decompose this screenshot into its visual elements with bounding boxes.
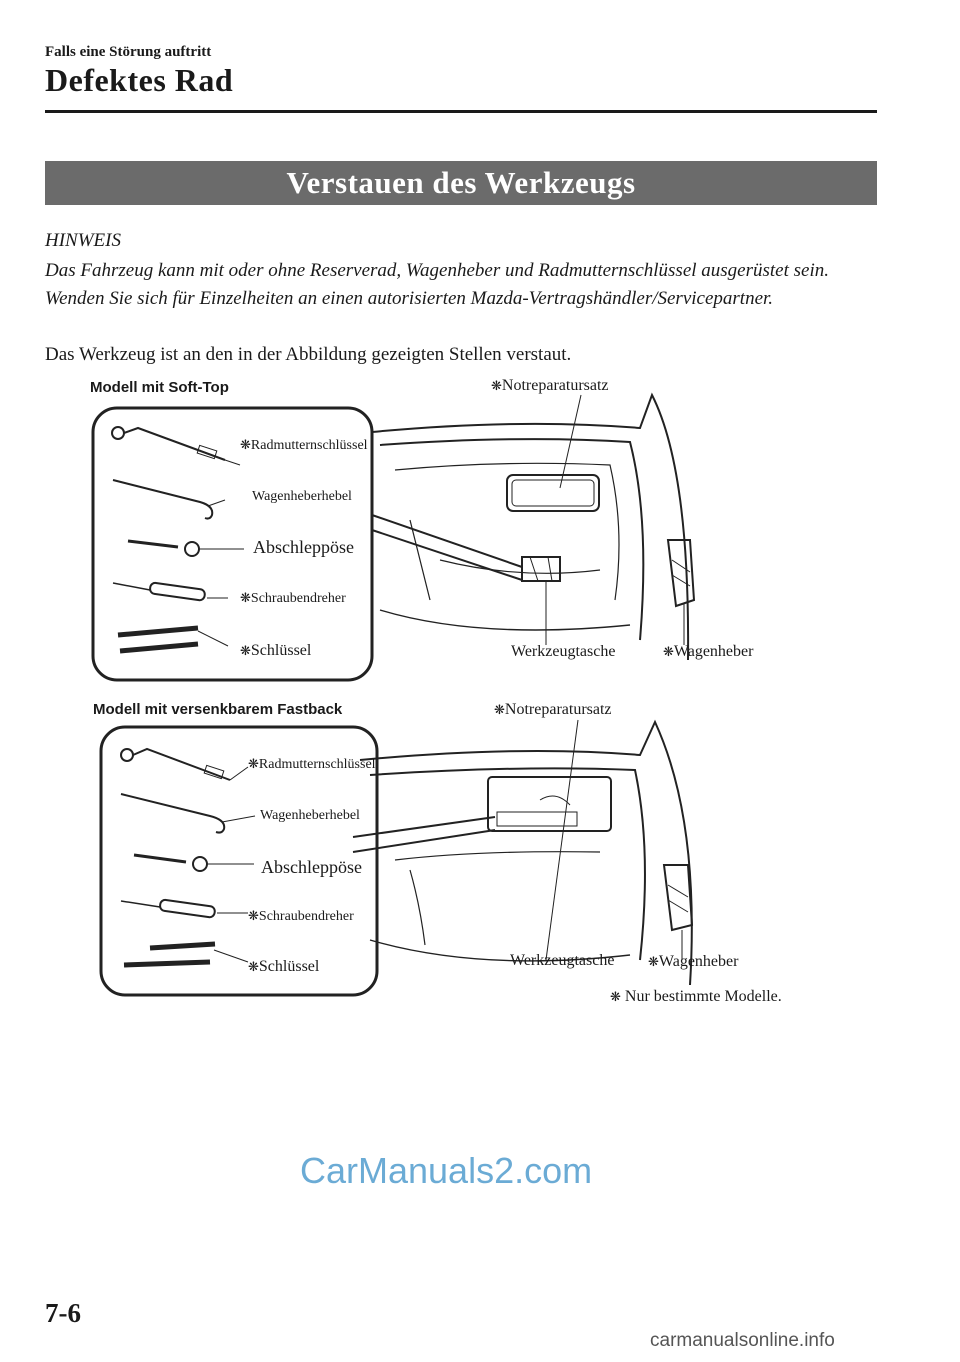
figure2-notreparatursatz-label: ❋Notreparatursatz — [494, 701, 612, 718]
figure2-abschleppoese-label: Abschleppöse — [261, 857, 362, 877]
figure2-werkzeugtasche-label: Werkzeugtasche — [510, 952, 615, 969]
callout-box-1 — [91, 406, 374, 682]
lug-wrench-2 — [120, 747, 249, 781]
star-icon: ❋ — [610, 989, 621, 1004]
figure1-abschleppoese-label: Abschleppöse — [253, 537, 354, 557]
star-icon: ❋ — [248, 908, 259, 923]
figure1-schluessel-label: ❋Schlüssel — [240, 642, 312, 659]
note-body: Das Fahrzeug kann mit oder ohne Reserver… — [45, 260, 829, 309]
tool-bag-1 — [521, 556, 561, 582]
towing-eye-1 — [127, 539, 244, 557]
figure1-model-label: Modell mit Soft-Top — [90, 379, 229, 396]
page-title: Defektes Rad — [45, 62, 234, 98]
star-icon: ❋ — [494, 702, 505, 717]
jack-2 — [662, 864, 694, 932]
figure1-werkzeugtasche-label: Werkzeugtasche — [511, 643, 616, 660]
section-banner: Verstauen des Werkzeugs — [45, 161, 877, 205]
figure2-radmutternschluessel-label: ❋Radmutternschlüssel — [248, 756, 376, 772]
star-icon: ❋ — [248, 959, 259, 974]
chapter-title: Falls eine Störung auftritt — [45, 44, 212, 60]
figure2-model-label: Modell mit versenkbarem Fastback — [93, 701, 343, 718]
figure1-schraubendreher-label: ❋Schraubendreher — [240, 590, 346, 606]
towing-eye-2 — [133, 853, 254, 872]
repair-kit-box-1 — [506, 474, 600, 512]
star-icon: ❋ — [491, 378, 502, 393]
figure1-notreparatursatz-label: ❋Notreparatursatz — [491, 377, 609, 394]
header-rule — [45, 110, 877, 113]
note-label: HINWEIS — [45, 230, 121, 251]
star-icon: ❋ — [648, 954, 659, 969]
screwdriver-2 — [120, 898, 248, 919]
figure1-wagenheber-label: ❋Wagenheber — [663, 643, 754, 660]
watermark: CarManuals2.com — [300, 1150, 593, 1191]
screwdriver-1 — [112, 581, 228, 602]
star-icon: ❋ — [240, 643, 251, 658]
page-number: 7-6 — [45, 1298, 81, 1328]
figure2-wagenheberhebel-label: Wagenheberhebel — [260, 808, 360, 823]
spanner-1 — [117, 625, 229, 654]
repair-kit-box-2 — [487, 776, 612, 832]
trunk-drawing-1 — [371, 392, 696, 661]
star-icon: ❋ — [663, 644, 674, 659]
footnote: ❋ Nur bestimmte Modelle. — [610, 988, 782, 1005]
figure1-wagenheberhebel-label: Wagenheberhebel — [252, 489, 352, 504]
spanner-2 — [123, 941, 249, 968]
figure1-radmutternschluessel-label: ❋Radmutternschlüssel — [240, 437, 368, 453]
jack-lever-1 — [112, 479, 226, 520]
star-icon: ❋ — [248, 756, 259, 771]
jack-lever-2 — [120, 793, 256, 834]
figure2-wagenheber-label: ❋Wagenheber — [648, 953, 739, 970]
watermark-bottom: carmanualsonline.info — [650, 1330, 835, 1351]
star-icon: ❋ — [240, 590, 251, 605]
tool-bag-2 — [496, 811, 578, 827]
lug-wrench-1 — [111, 426, 241, 466]
figure2-schraubendreher-label: ❋Schraubendreher — [248, 908, 354, 924]
trunk-drawing-2 — [359, 719, 694, 986]
jack-1 — [666, 539, 696, 608]
figure2-schluessel-label: ❋Schlüssel — [248, 958, 320, 975]
callout-box-2 — [99, 725, 379, 997]
intro-text: Das Werkzeug ist an den in der Abbildung… — [45, 344, 572, 365]
star-icon: ❋ — [240, 437, 251, 452]
